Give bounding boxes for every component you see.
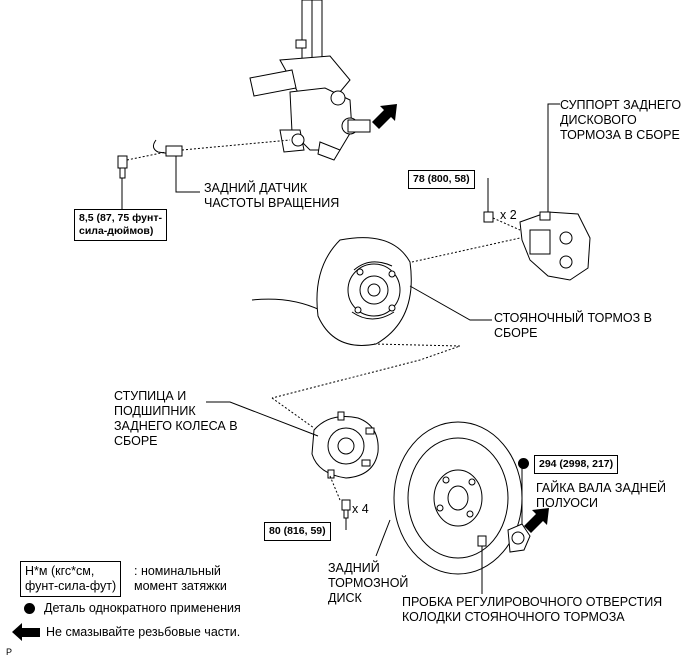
label-disc: ЗАДНИЙ ТОРМОЗНОЙ ДИСК [328,561,409,605]
label-caliper: СУППОРТ ЗАДНЕГО ДИСКОВОГО ТОРМОЗА В СБОР… [560,98,682,142]
caliper-bolt [483,211,494,223]
axle-nut [507,523,531,553]
caliper-body [519,211,591,281]
torque-sensor: 8,5 (87, 75 фунт- сила-дюймов) [74,209,167,241]
brake-disc [393,421,523,575]
hub-bearing [311,411,379,479]
label-plug: ПРОБКА РЕГУЛИРОВОЧНОГО ОТВЕРСТИЯ КОЛОДКИ… [402,595,663,624]
knuckle-assembly [249,0,371,161]
single-use-dot-icon [518,458,529,469]
torque-nut: 294 (2998, 217) [534,455,619,474]
corner-mark: P [6,647,13,657]
speed-sensor [117,139,183,179]
label-hub: СТУПИЦА И ПОДШИПНИК ЗАДНЕГО КОЛЕСА В СБО… [114,389,238,448]
legend-unit-desc: : номинальный момент затяжки [134,564,227,593]
label-sensor: ЗАДНИЙ ДАТЧИК ЧАСТОТЫ ВРАЩЕНИЯ [204,181,340,210]
torque-hub: 80 (816, 59) [264,522,331,541]
multiplier-hub: x 4 [352,502,369,516]
label-nut: ГАЙКА ВАЛА ЗАДНЕЙ ПОЛУОСИ [536,481,667,510]
label-parking-brake: СТОЯНОЧНЫЙ ТОРМОЗ В СБОРЕ [494,311,653,340]
no-lube-arrow-knuckle [372,104,397,129]
legend-single-use: Деталь однократного применения [44,601,241,615]
legend-dot-icon [24,603,35,614]
adjust-hole-plug [477,535,487,547]
hub-bolt [341,499,351,519]
multiplier-caliper: x 2 [500,208,517,222]
legend-no-lube: Не смазывайте резьбовые части. [46,625,241,639]
legend-unit-box: Н*м (кгс*см, фунт-сила-фут) [20,561,122,597]
torque-caliper: 78 (800, 58) [408,170,475,189]
parking-brake-assembly [251,237,412,346]
legend-arrow-icon [12,623,40,641]
no-lube-arrow-nut [524,508,549,533]
